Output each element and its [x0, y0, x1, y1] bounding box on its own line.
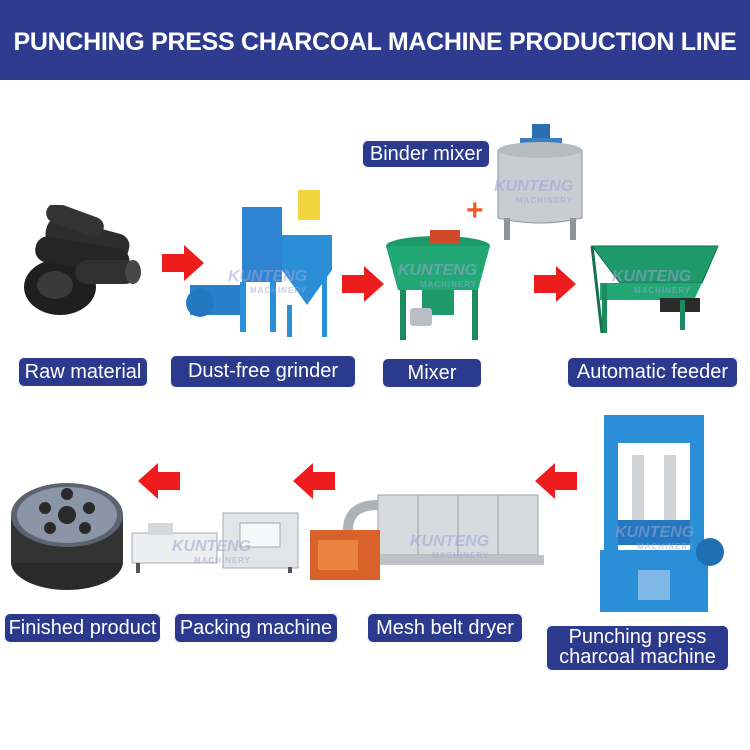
title-banner: PUNCHING PRESS CHARCOAL MACHINE PRODUCTI… — [0, 0, 750, 80]
label-grinder-text: Dust-free grinder — [187, 360, 339, 382]
packing-machine-image — [131, 512, 299, 573]
watermark-sub: MACHINERY — [249, 286, 308, 295]
watermark-brand: KUNTENG — [410, 533, 490, 550]
label-mixer: Mixer — [382, 358, 482, 388]
watermark-6: KUNTENG MACHINERY — [410, 533, 489, 560]
label-punching-press: Punching press charcoal machine — [546, 625, 729, 671]
label-raw-material-text: Raw material — [24, 361, 142, 383]
watermark-2: KUNTENG MACHINERY — [228, 268, 307, 295]
finished-product-image — [11, 483, 123, 590]
watermark-sub: MACHINERY — [633, 286, 692, 295]
watermark-brand: KUNTENG — [612, 268, 692, 285]
arrow-right-icon — [162, 245, 204, 281]
label-grinder: Dust-free grinder — [170, 355, 356, 388]
plus-sign: + — [466, 194, 484, 227]
watermark-sub: MACHINERY — [515, 196, 574, 205]
label-dryer: Mesh belt dryer — [367, 613, 523, 643]
label-raw-material: Raw material — [18, 357, 148, 387]
watermark-brand: KUNTENG — [398, 262, 478, 279]
arrow-right-icon — [342, 266, 384, 302]
watermark-1: KUNTENG MACHINERY — [494, 178, 573, 205]
watermark-sub: MACHINERY — [419, 280, 478, 289]
label-feeder-text: Automatic feeder — [576, 361, 729, 383]
binder-mixer-image — [497, 124, 583, 240]
watermark-brand: KUNTENG — [172, 538, 252, 555]
watermark-7: KUNTENG MACHINERY — [615, 524, 694, 551]
watermark-brand: KUNTENG — [494, 178, 574, 195]
label-punching-press-line2: charcoal machine — [559, 646, 716, 668]
label-finished-product: Finished product — [4, 613, 161, 643]
watermark-sub: MACHINERY — [193, 556, 252, 565]
label-binder-mixer-text: Binder mixer — [369, 143, 483, 165]
watermark-brand: KUNTENG — [615, 524, 695, 541]
watermark-sub: MACHINERY — [431, 551, 490, 560]
watermark-5: KUNTENG MACHINERY — [172, 538, 251, 565]
punching-press-image — [600, 415, 724, 612]
label-feeder: Automatic feeder — [567, 357, 738, 388]
arrow-left-icon — [138, 463, 180, 499]
arrow-left-icon — [535, 463, 577, 499]
label-dryer-text: Mesh belt dryer — [376, 617, 514, 639]
watermark-sub: MACHINERY — [636, 542, 695, 551]
watermark-3: KUNTENG MACHINERY — [398, 262, 477, 289]
raw-charcoal-image — [24, 205, 141, 315]
page-title: PUNCHING PRESS CHARCOAL MACHINE PRODUCTI… — [13, 28, 737, 56]
mixer-image — [386, 230, 490, 340]
watermark-4: KUNTENG MACHINERY — [612, 268, 691, 295]
grinder-image — [186, 190, 332, 337]
label-punching-press-line1: Punching press — [568, 626, 707, 648]
watermark-brand: KUNTENG — [228, 268, 308, 285]
label-finished-product-text: Finished product — [8, 617, 157, 639]
label-packing-machine-text: Packing machine — [179, 617, 333, 639]
arrow-right-icon — [534, 266, 576, 302]
label-binder-mixer: Binder mixer — [362, 140, 490, 168]
feeder-image — [590, 245, 719, 334]
arrow-left-icon — [293, 463, 335, 499]
label-mixer-text: Mixer — [407, 362, 457, 384]
label-packing-machine: Packing machine — [174, 613, 338, 643]
dryer-image — [310, 494, 544, 580]
